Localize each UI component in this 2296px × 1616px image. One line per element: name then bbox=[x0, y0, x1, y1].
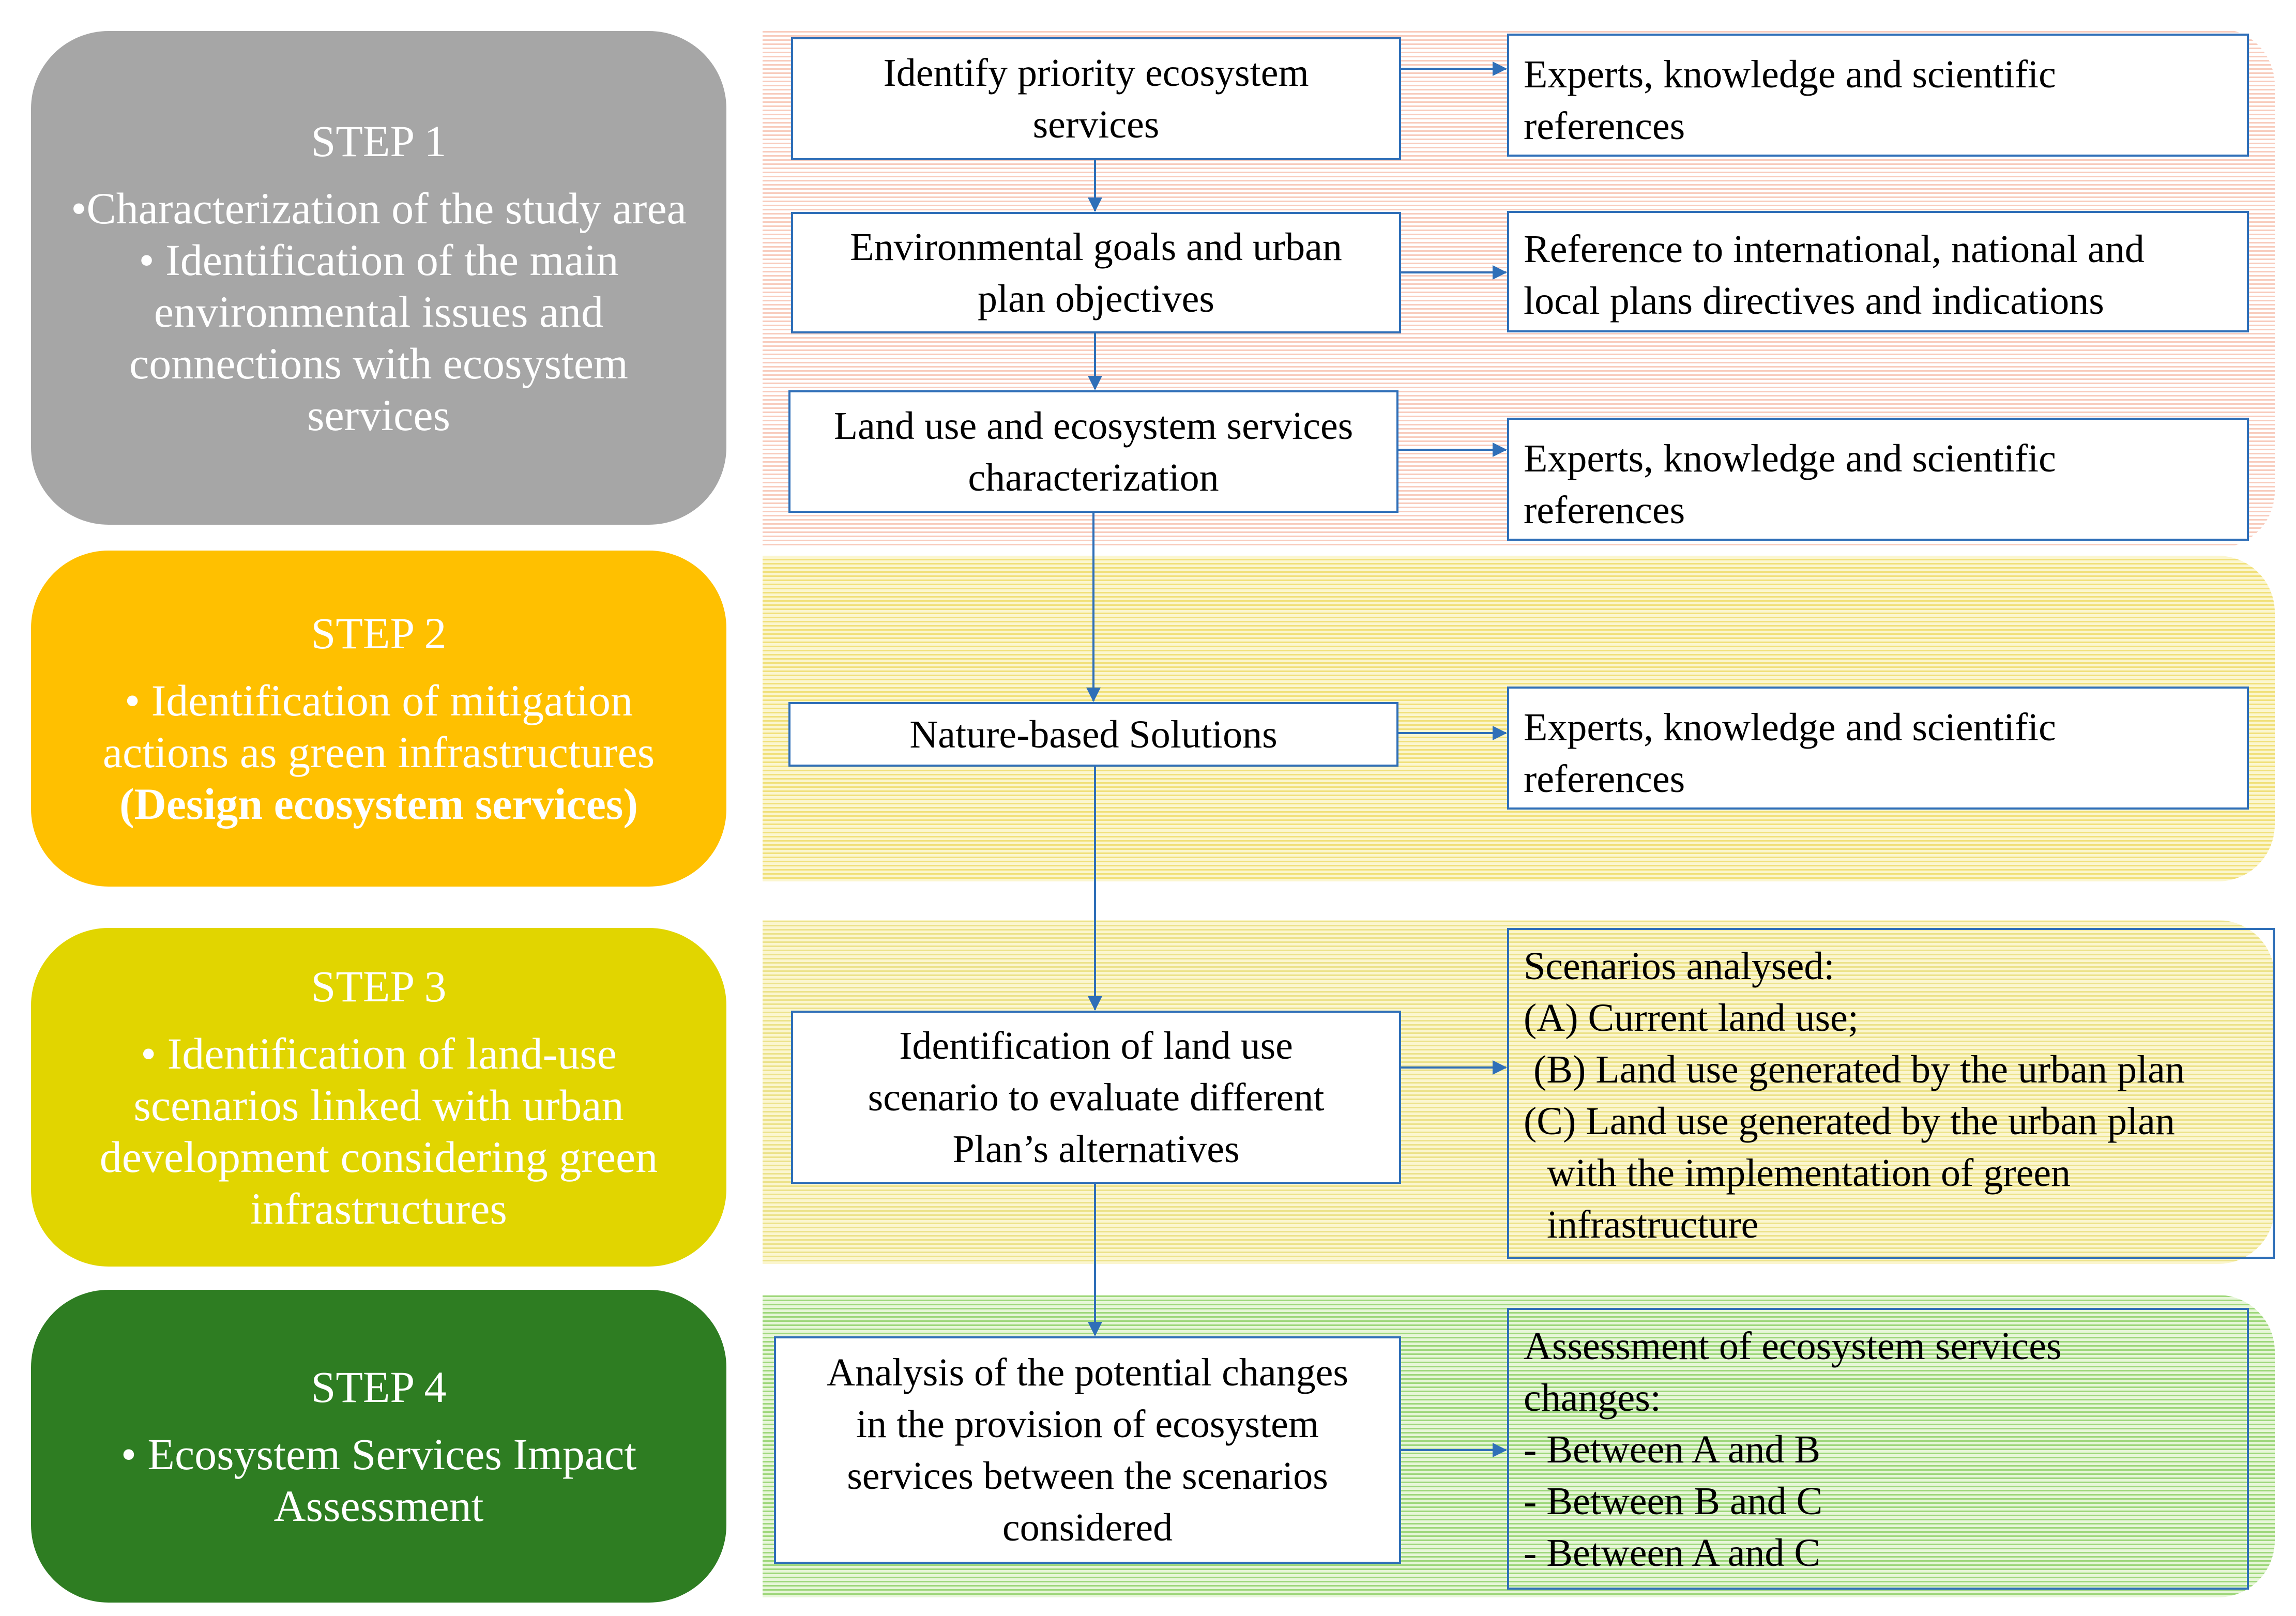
reference-text: references bbox=[1524, 489, 1685, 532]
step-1-line: environmental issues and bbox=[154, 286, 604, 337]
reference-text: infrastructure bbox=[1547, 1203, 1759, 1246]
step-4-line: • Ecosystem Services Impact bbox=[120, 1429, 637, 1479]
step-4-line: Assessment bbox=[273, 1481, 484, 1531]
reference-text: (A) Current land use; bbox=[1524, 996, 1859, 1040]
process-text: characterization bbox=[968, 455, 1219, 499]
reference-text: Reference to international, national and bbox=[1524, 227, 2145, 271]
process-box-priority-services: Identify priority ecosystem services bbox=[791, 37, 1401, 160]
process-text: in the provision of ecosystem bbox=[856, 1402, 1319, 1446]
process-box-potential-changes: Analysis of the potential changes in the… bbox=[774, 1336, 1401, 1564]
process-text: Nature-based Solutions bbox=[909, 712, 1278, 756]
step-2-line: actions as green infrastructures bbox=[102, 727, 655, 777]
process-text: scenario to evaluate different bbox=[868, 1075, 1325, 1119]
reference-text: - Between A and C bbox=[1524, 1531, 1821, 1575]
process-text: Identify priority ecosystem bbox=[883, 51, 1309, 95]
step-3-line: development considering green bbox=[99, 1132, 658, 1182]
step-1-line: • Identification of the main bbox=[139, 235, 619, 285]
process-text: plan objectives bbox=[978, 277, 1214, 321]
step-4-title: STEP 4 bbox=[311, 1362, 447, 1412]
process-box-land-use-characterization: Land use and ecosystem services characte… bbox=[788, 390, 1398, 513]
step-1-line: connections with ecosystem bbox=[129, 338, 628, 388]
reference-box-experts-2: Experts, knowledge and scientific refere… bbox=[1507, 418, 2249, 541]
reference-text: references bbox=[1524, 757, 1685, 801]
reference-text: Assessment of ecosystem services bbox=[1524, 1324, 2062, 1368]
reference-text: references bbox=[1524, 104, 1685, 148]
step-4-box: STEP 4 • Ecosystem Services Impact Asses… bbox=[31, 1290, 726, 1603]
process-text: services bbox=[1032, 103, 1160, 146]
reference-text: Scenarios analysed: bbox=[1524, 944, 1835, 988]
process-text: Land use and ecosystem services bbox=[833, 404, 1354, 448]
reference-box-assessment-changes: Assessment of ecosystem services changes… bbox=[1507, 1308, 2249, 1590]
process-text: Environmental goals and urban bbox=[850, 225, 1342, 269]
process-box-land-use-scenario: Identification of land use scenario to e… bbox=[791, 1011, 1401, 1184]
step-3-line: • Identification of land-use bbox=[141, 1028, 617, 1078]
step-3-title: STEP 3 bbox=[311, 961, 447, 1011]
reference-text: - Between A and B bbox=[1524, 1428, 1821, 1471]
reference-text: - Between B and C bbox=[1524, 1480, 1823, 1523]
reference-box-experts-3: Experts, knowledge and scientific refere… bbox=[1507, 687, 2249, 810]
step-3-box: STEP 3 • Identification of land-use scen… bbox=[31, 928, 726, 1267]
reference-text: local plans directives and indications bbox=[1524, 279, 2104, 323]
process-text: services between the scenarios bbox=[847, 1454, 1328, 1498]
step-2-title: STEP 2 bbox=[311, 608, 447, 658]
step-2-bold-line: (Design ecosystem services) bbox=[119, 779, 638, 829]
reference-text: Experts, knowledge and scientific bbox=[1524, 53, 2056, 96]
reference-text: Experts, knowledge and scientific bbox=[1524, 437, 2056, 480]
process-text: Plan’s alternatives bbox=[952, 1127, 1240, 1171]
process-box-environmental-goals: Environmental goals and urban plan objec… bbox=[791, 212, 1401, 333]
process-text: considered bbox=[1002, 1506, 1173, 1549]
reference-box-scenarios-analysed: Scenarios analysed: (A) Current land use… bbox=[1507, 928, 2275, 1259]
step-1-title: STEP 1 bbox=[311, 116, 447, 166]
step-3-line: scenarios linked with urban bbox=[133, 1080, 624, 1130]
process-box-nature-based-solutions: Nature-based Solutions bbox=[788, 702, 1398, 767]
step-1-line: •Characterization of the study area bbox=[71, 183, 687, 233]
reference-text: with the implementation of green bbox=[1547, 1151, 2071, 1195]
step-2-line: • Identification of mitigation bbox=[124, 676, 633, 725]
reference-text: changes: bbox=[1524, 1376, 1661, 1420]
reference-text: Experts, knowledge and scientific bbox=[1524, 706, 2056, 749]
process-text: Analysis of the potential changes bbox=[827, 1351, 1348, 1394]
reference-box-experts-1: Experts, knowledge and scientific refere… bbox=[1507, 34, 2249, 157]
step-1-box: STEP 1 •Characterization of the study ar… bbox=[31, 31, 726, 525]
step-1-line: services bbox=[307, 390, 450, 440]
reference-box-plans-directives: Reference to international, national and… bbox=[1507, 211, 2249, 332]
reference-text: (B) Land use generated by the urban plan bbox=[1524, 1048, 2185, 1091]
process-text: Identification of land use bbox=[899, 1024, 1293, 1068]
step-3-line: infrastructures bbox=[250, 1183, 507, 1233]
step-2-box: STEP 2 • Identification of mitigation ac… bbox=[31, 551, 726, 887]
reference-text: (C) Land use generated by the urban plan bbox=[1524, 1100, 2175, 1143]
